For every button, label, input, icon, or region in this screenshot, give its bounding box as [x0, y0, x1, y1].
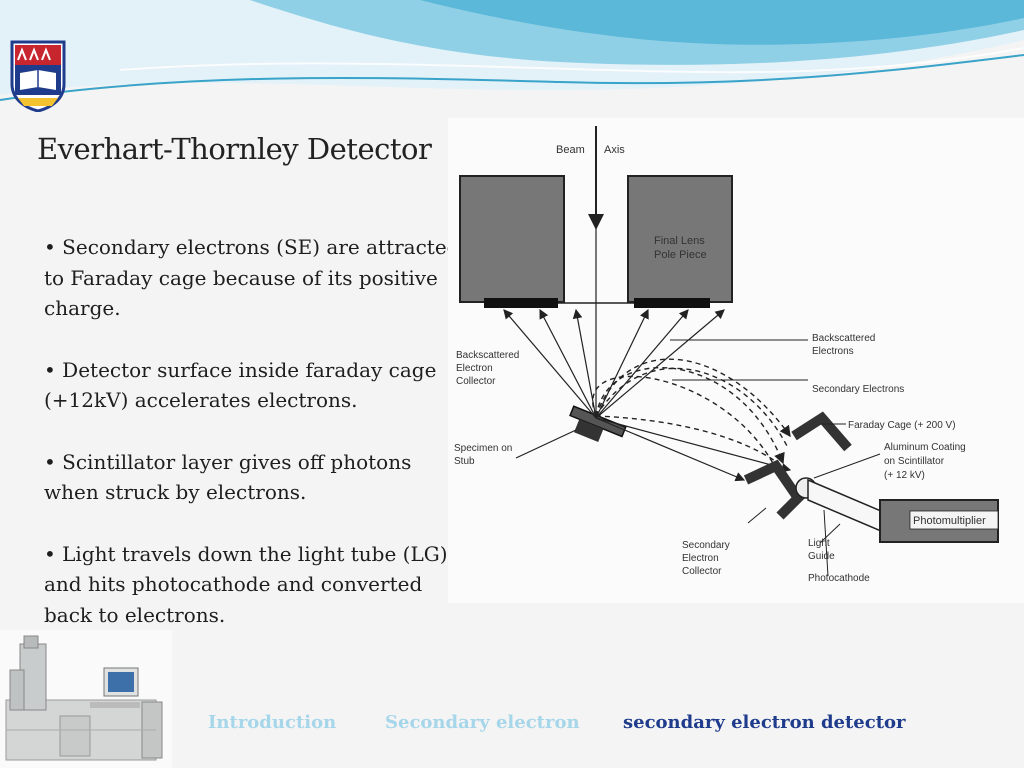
header-wave-decoration: [0, 0, 1024, 101]
left-pole-piece: [459, 175, 565, 303]
photomultiplier-label: Photomultiplier: [913, 515, 986, 527]
se-collector-label: Collector: [682, 566, 722, 577]
specimen-label: Specimen on: [454, 443, 512, 454]
bullet-list: • Secondary electrons (SE) are attracted…: [44, 232, 464, 661]
bse-collector-label: Backscattered: [456, 350, 519, 361]
bse-electrons-label: Electrons: [812, 346, 854, 357]
sem-instrument-photo: [0, 630, 172, 768]
aluminum-coating-label: Aluminum Coating: [884, 442, 966, 453]
et-detector-diagram: Beam Axis Final Lens Pole Piece Photomul…: [448, 118, 1024, 603]
beam-label: Beam: [556, 144, 585, 156]
bse-electrons-label: Backscattered: [812, 333, 875, 344]
final-lens-label: Final Lens: [654, 235, 705, 247]
specimen-label: Stub: [454, 456, 475, 467]
light-guide-label: Light: [808, 538, 830, 549]
nav-secondary-electron-detector-link[interactable]: secondary electron detector: [623, 712, 906, 733]
faraday-cage: [743, 411, 852, 520]
aluminum-coating-label: on Scintillator: [884, 456, 945, 467]
bullet-item: • Detector surface inside faraday cage (…: [44, 357, 437, 413]
university-crest-logo: [10, 40, 66, 112]
slide-navigation: Introduction Secondary electron secondar…: [0, 712, 1024, 742]
bse-collector-label: Electron: [456, 363, 493, 374]
right-pole-piece: [627, 175, 733, 303]
bullet-item: • Light travels down the light tube (LG)…: [44, 541, 448, 627]
slide-title: Everhart-Thornley Detector: [37, 132, 432, 166]
faraday-cage-label: Faraday Cage (+ 200 V): [848, 420, 956, 431]
nav-secondary-electron-link[interactable]: Secondary electron: [385, 712, 580, 733]
light-guide-label: Guide: [808, 551, 835, 562]
se-collector-label: Secondary: [682, 540, 730, 551]
light-guide: [807, 478, 889, 536]
pole-piece-label: Pole Piece: [654, 249, 707, 261]
se-collector-label: Electron: [682, 553, 719, 564]
bse-collector-label: Collector: [456, 376, 496, 387]
secondary-electrons-label: Secondary Electrons: [812, 384, 904, 395]
nav-introduction-link[interactable]: Introduction: [208, 712, 337, 733]
bullet-item: • Secondary electrons (SE) are attracted…: [44, 235, 460, 320]
photocathode-label: Photocathode: [808, 573, 870, 584]
axis-label: Axis: [604, 144, 625, 156]
bullet-item: • Scintillator layer gives off photons w…: [44, 449, 412, 505]
aluminum-coating-label: (+ 12 kV): [884, 470, 925, 481]
